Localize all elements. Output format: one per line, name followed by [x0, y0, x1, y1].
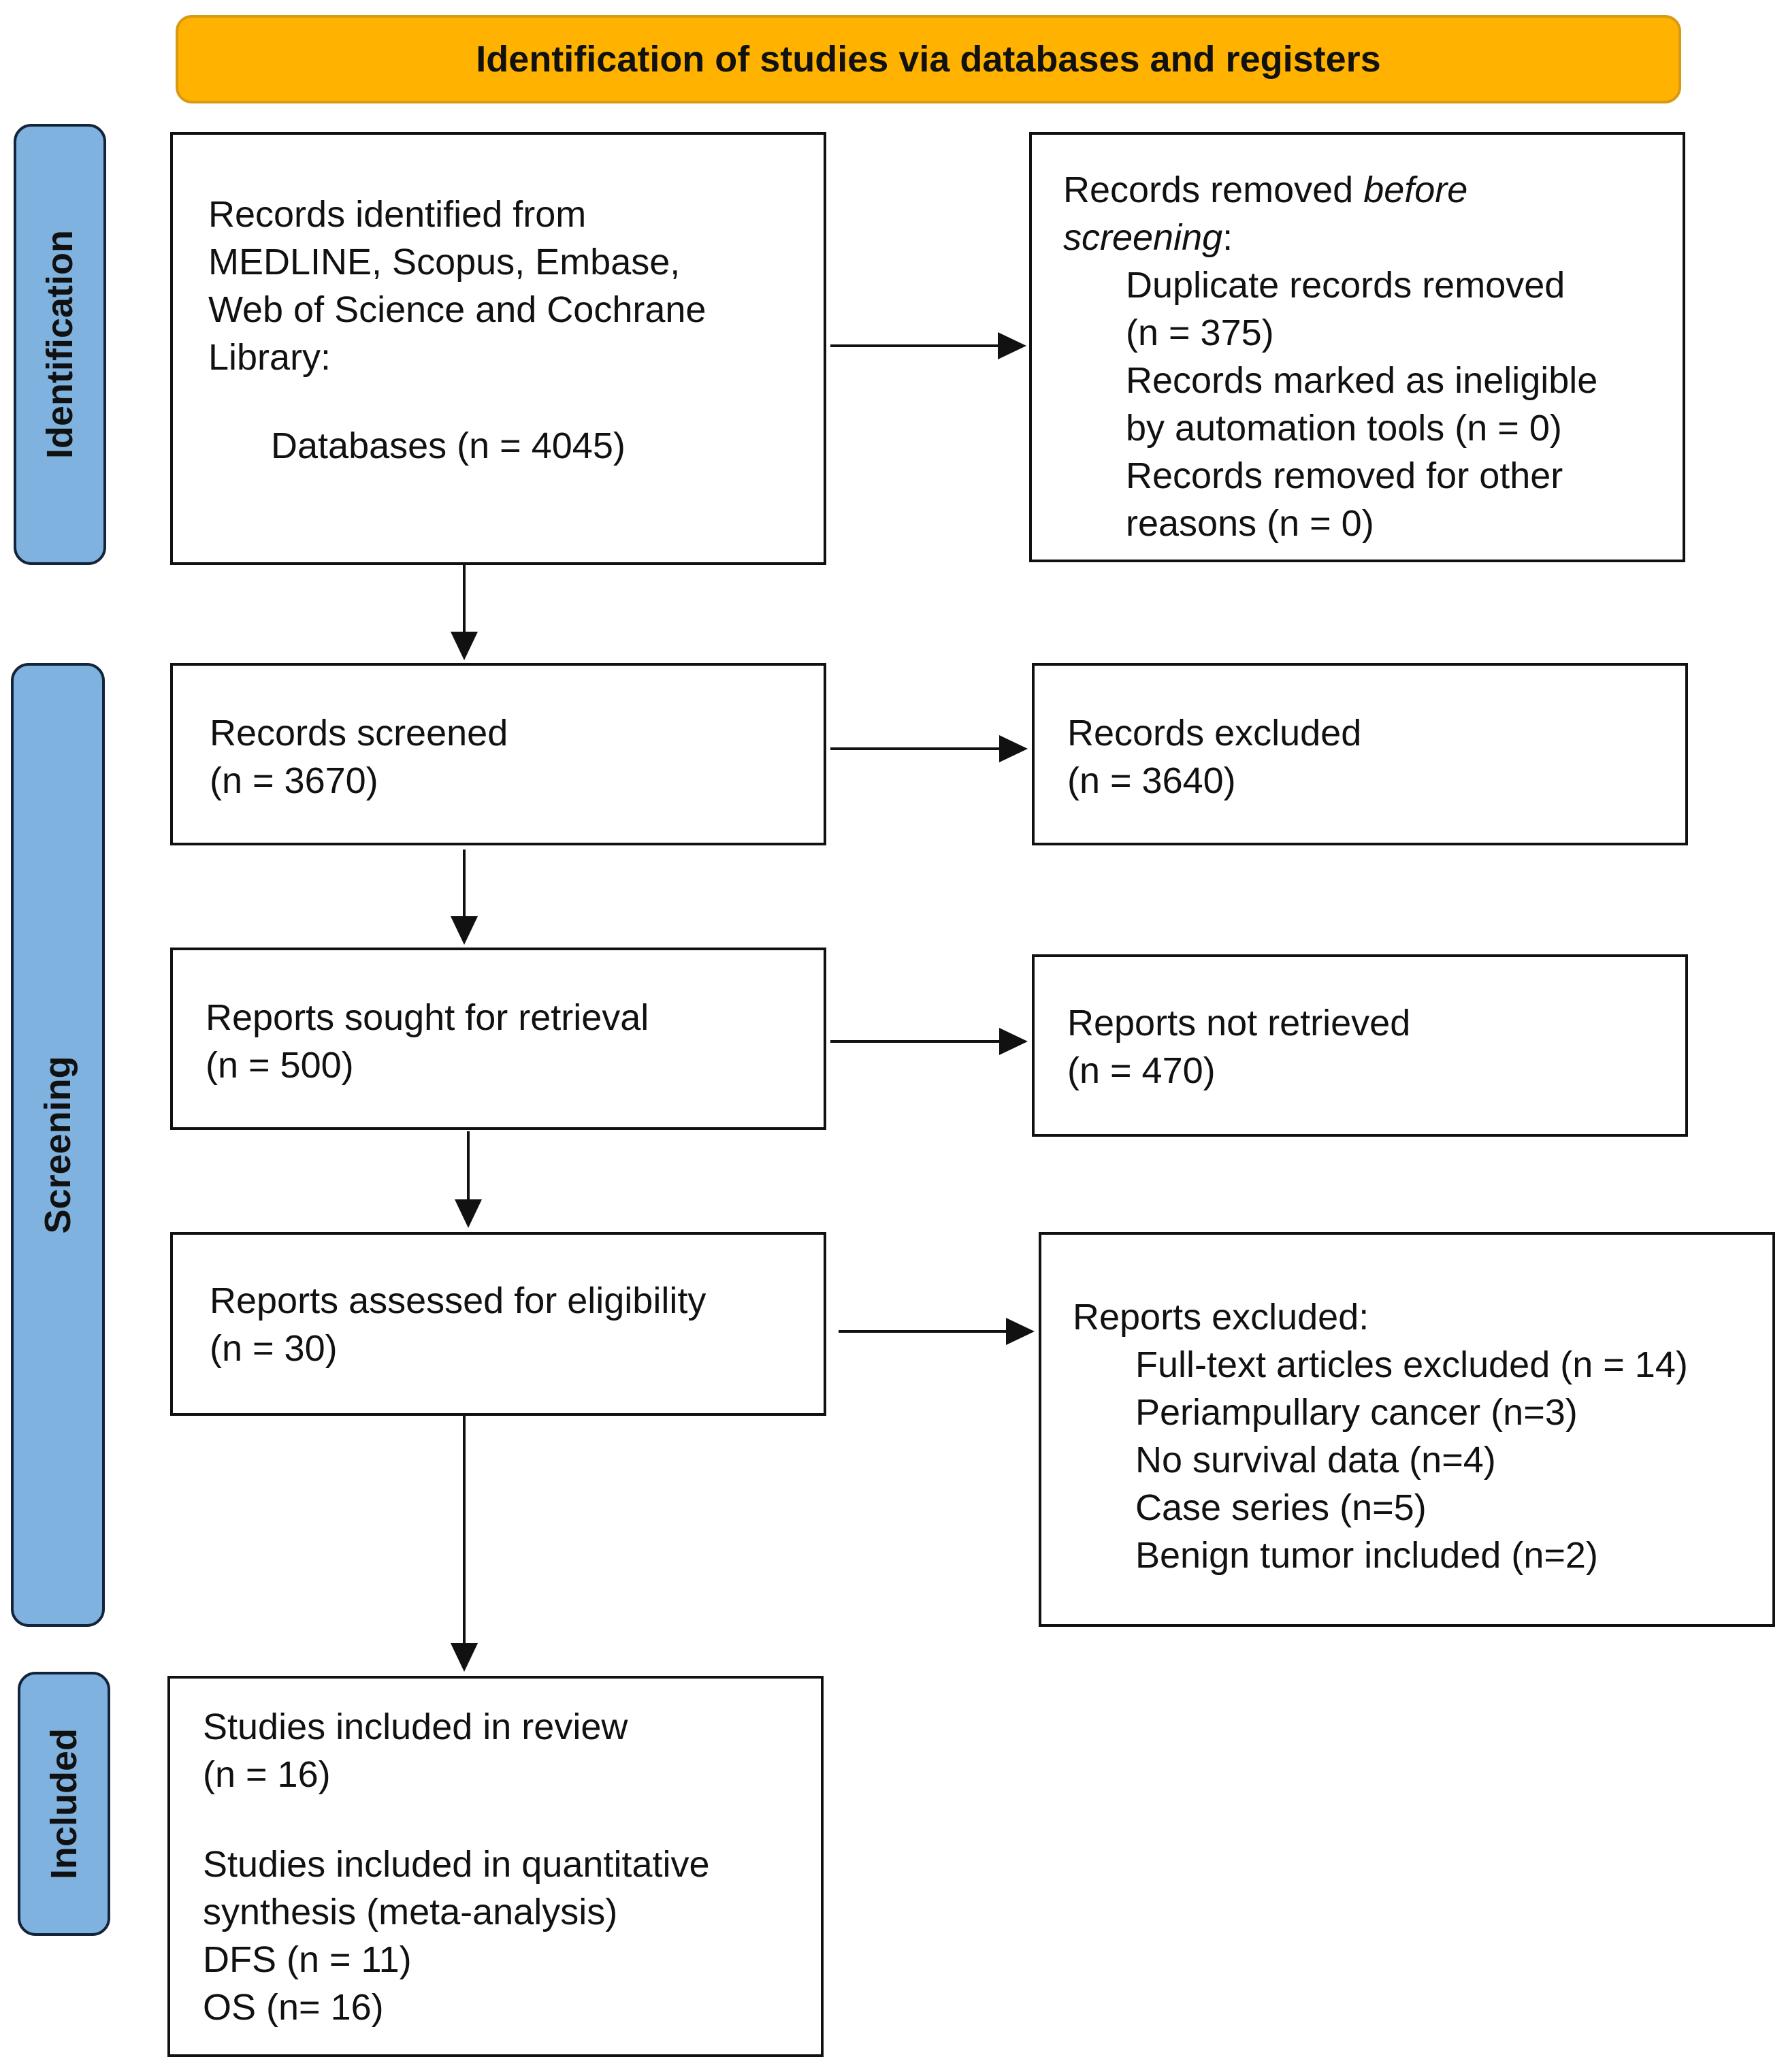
arrow-down-screened-to-sought — [451, 849, 478, 945]
arrow-down-assessed-to-included — [451, 1416, 478, 1672]
phase-identification: Identification — [14, 124, 106, 565]
reports-excluded-title: Reports excluded: — [1073, 1297, 1369, 1338]
studies-included-box: Studies included in review (n = 16) Stud… — [167, 1676, 824, 2057]
automation-ineligible-line: Records marked as ineligible — [1126, 360, 1598, 401]
quantitative-synthesis-label: synthesis (meta-analysis) — [203, 1892, 618, 1932]
records-excluded-label: Records excluded — [1067, 713, 1362, 754]
reports-assessed-count: (n = 30) — [210, 1328, 338, 1369]
arrow-down-sought-to-assessed — [455, 1131, 482, 1228]
reports-assessed-label: Reports assessed for eligibility — [210, 1280, 707, 1321]
records-excluded-count: (n = 3640) — [1067, 760, 1236, 801]
quantitative-synthesis-label: Studies included in quantitative — [203, 1844, 710, 1885]
os-count: OS (n= 16) — [203, 1987, 384, 2028]
records-identified-line: Library: — [208, 337, 331, 378]
studies-included-count: (n = 16) — [203, 1754, 331, 1795]
reports-excluded-item: No survival data (n=4) — [1135, 1440, 1496, 1480]
reports-sought-count: (n = 500) — [206, 1045, 354, 1086]
other-reasons-line: Records removed for other — [1126, 455, 1563, 496]
reports-excluded-box: Reports excluded: Full-text articles exc… — [1039, 1232, 1775, 1627]
reports-assessed-box: Reports assessed for eligibility (n = 30… — [170, 1232, 826, 1416]
arrow-right-assessed-to-excluded — [839, 1318, 1035, 1345]
phase-screening: Screening — [11, 663, 105, 1627]
reports-sought-label: Reports sought for retrieval — [206, 997, 649, 1038]
reports-sought-box: Reports sought for retrieval (n = 500) — [170, 948, 826, 1130]
records-removed-box: Records removed before screening: Duplic… — [1029, 132, 1685, 562]
records-screened-box: Records screened (n = 3670) — [170, 663, 826, 845]
records-identified-line: MEDLINE, Scopus, Embase, — [208, 242, 681, 282]
reports-not-retrieved-count: (n = 470) — [1067, 1050, 1216, 1091]
reports-excluded-item: Periampullary cancer (n=3) — [1135, 1392, 1578, 1433]
records-removed-title-cont: screening: — [1063, 217, 1233, 258]
reports-excluded-item: Benign tumor included (n=2) — [1135, 1535, 1598, 1576]
automation-ineligible-count: by automation tools (n = 0) — [1126, 408, 1562, 449]
records-screened-label: Records screened — [210, 713, 508, 754]
records-screened-count: (n = 3670) — [210, 760, 378, 801]
arrow-right-screened-to-excluded — [830, 735, 1028, 762]
duplicate-records-count: (n = 375) — [1126, 312, 1274, 353]
arrow-right-sought-to-not-retrieved — [830, 1028, 1028, 1055]
studies-included-label: Studies included in review — [203, 1706, 628, 1747]
records-identified-databases: Databases (n = 4045) — [271, 425, 626, 466]
reports-not-retrieved-label: Reports not retrieved — [1067, 1003, 1411, 1043]
records-removed-title: Records removed before — [1063, 169, 1468, 210]
dfs-count: DFS (n = 11) — [203, 1939, 412, 1980]
records-identified-line: Records identified from — [208, 194, 587, 235]
duplicate-records-line: Duplicate records removed — [1126, 265, 1565, 306]
reports-excluded-item: Full-text articles excluded (n = 14) — [1135, 1344, 1688, 1385]
arrow-down-identified-to-screened — [451, 565, 478, 660]
records-identified-box: Records identified from MEDLINE, Scopus,… — [170, 132, 826, 565]
header-banner: Identification of studies via databases … — [176, 15, 1681, 103]
reports-excluded-item: Case series (n=5) — [1135, 1487, 1427, 1528]
records-excluded-box: Records excluded (n = 3640) — [1032, 663, 1688, 845]
phase-included: Included — [18, 1672, 110, 1936]
reports-not-retrieved-box: Reports not retrieved (n = 470) — [1032, 954, 1688, 1137]
other-reasons-count: reasons (n = 0) — [1126, 503, 1374, 544]
arrow-right-identified-to-removed — [830, 332, 1026, 359]
header-title: Identification of studies via databases … — [476, 39, 1381, 80]
records-identified-line: Web of Science and Cochrane — [208, 289, 707, 330]
